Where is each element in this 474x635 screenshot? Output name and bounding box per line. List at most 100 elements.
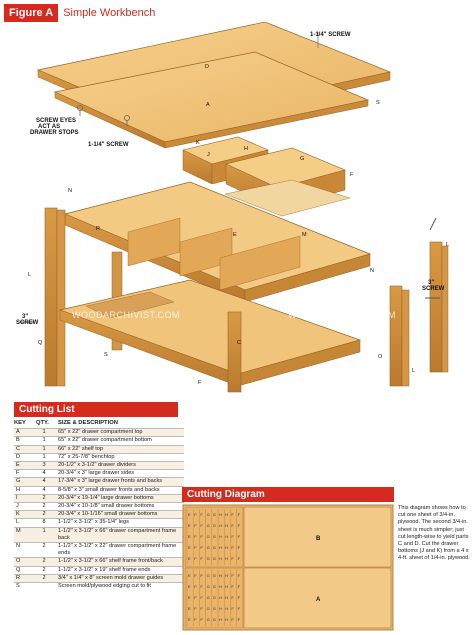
strip-letter: E (188, 595, 191, 600)
strip-letter: F (231, 545, 234, 550)
strip-letter: F (231, 595, 234, 600)
header-key: KEY (14, 420, 26, 426)
screw-eyes-line-2: ACT AS (38, 124, 60, 130)
strip-letter: E (188, 545, 191, 550)
row-key: I (14, 493, 36, 503)
row-desc: 1-1/2" x 3-1/2" x 35-1/4" legs (58, 518, 184, 528)
label-screw-right: 3" (428, 280, 434, 286)
strip-letter: F (194, 556, 197, 561)
strip-letter: G (207, 545, 210, 550)
strip-letter: E (188, 606, 191, 611)
strip-block (184, 506, 244, 629)
row-desc: 1-1/2" x 3-1/2" x 66" shelf frame front/… (58, 557, 184, 567)
strip-letter: G (213, 534, 216, 539)
strip-letter: F (238, 523, 241, 528)
strip-letter: G (207, 512, 210, 517)
screw-eye-hardware (77, 32, 319, 126)
cutting-list-title: Cutting List (14, 402, 178, 417)
strip-letter: H (225, 556, 228, 561)
row-qty: 2 (36, 565, 58, 575)
strip-letter: F (200, 584, 203, 589)
strip-letter: F (231, 512, 234, 517)
strip-letter: F (200, 573, 203, 578)
panel-b (243, 506, 392, 568)
row-desc: 3/4" x 1/4" x 8" screen mold drawer guid… (58, 573, 184, 583)
row-desc: 20-3/4" x 10-1/8" small drawer bottoms (58, 502, 184, 511)
strip-letter: F (238, 545, 241, 550)
label-screw-mid: 1-1/4" SCREW (88, 142, 129, 148)
cutting-diagram-note: This diagram shows how to cut one sheet … (398, 505, 470, 562)
strip-letter: G (213, 512, 216, 517)
workbench-exploded-drawing: WOODARCHIVIST.COM WOODARCHIVIST.COM 1-1/… (16, 22, 449, 393)
row-key: N (14, 542, 36, 558)
row-desc: 8-5/8" x 3" small drawer fronts and back… (58, 485, 184, 495)
strip-letter: F (194, 523, 197, 528)
row-qty: 2 (36, 557, 58, 567)
diagram-label-b: B (316, 536, 321, 542)
row-desc: Screen mold/plywood edging cut to fit (58, 582, 184, 591)
row-key: O (14, 557, 36, 567)
strip-letter: F (231, 523, 234, 528)
strip-letter: G (213, 556, 216, 561)
row-desc: 1-1/2" x 3-1/2" x 19" shelf frame ends (58, 565, 184, 575)
strip-letter: G (207, 556, 210, 561)
front-leg (227, 311, 242, 393)
row-key: B (14, 436, 36, 446)
row-key: C (14, 444, 36, 454)
row-qty: 1 (36, 526, 58, 543)
strip-letter: H (219, 534, 222, 539)
strip-letter: E (188, 512, 191, 517)
part-g: G (300, 156, 304, 162)
part-n: N (68, 188, 72, 194)
strip-letter: E (188, 556, 191, 561)
strip-letter: H (225, 595, 228, 600)
row-qty: 3 (36, 461, 58, 470)
row-qty: 1 (36, 444, 58, 454)
panel-a (243, 567, 392, 629)
strip-letter: H (225, 545, 228, 550)
row-key: R (14, 573, 36, 583)
figure-tag: Figure A (4, 4, 59, 22)
strip-letter: E (188, 534, 191, 539)
strip-letter: E (188, 617, 191, 622)
strip-letter: G (207, 584, 210, 589)
part-f: F (350, 172, 354, 178)
row-key: E (14, 461, 36, 470)
row-key: L (14, 518, 36, 528)
row-desc: 1-1/2" x 3-1/2" x 22" drawer compartment… (58, 542, 184, 558)
row-desc: 17-3/4" x 3" large drawer fronts and bac… (58, 477, 184, 487)
row-desc: 20-3/4" x 19-1/4" large drawer bottoms (58, 493, 184, 503)
row-qty: 2 (36, 493, 58, 503)
strip-letter: G (207, 534, 210, 539)
row-desc: 20-3/4" x 3" large drawer sides (58, 469, 184, 478)
strip-letter: F (194, 617, 197, 622)
strip-letter: F (231, 584, 234, 589)
row-desc: 20-1/2" x 3-1/2" drawer dividers (58, 461, 184, 470)
strip-letter: G (207, 606, 210, 611)
strip-letter: F (194, 512, 197, 517)
strip-letter: H (219, 595, 222, 600)
row-desc: 65" x 22" drawer compartment bottom (58, 436, 184, 446)
strip-letter: G (213, 595, 216, 600)
strip-letter: F (200, 523, 203, 528)
row-desc: 20-3/4" x 10-1/16" small drawer bottoms (58, 510, 184, 519)
row-qty: 4 (36, 485, 58, 495)
row-qty: 1 (36, 436, 58, 446)
strip-letter: H (225, 573, 228, 578)
strip-letter: G (213, 617, 216, 622)
strip-lines: EEEEEFFFFFFFFFFGGGGGGGGGGHHHHHHHHHHFFFFF… (186, 509, 241, 626)
strip-letter: F (200, 595, 203, 600)
strip-letter: F (238, 573, 241, 578)
strip-letter: F (194, 545, 197, 550)
